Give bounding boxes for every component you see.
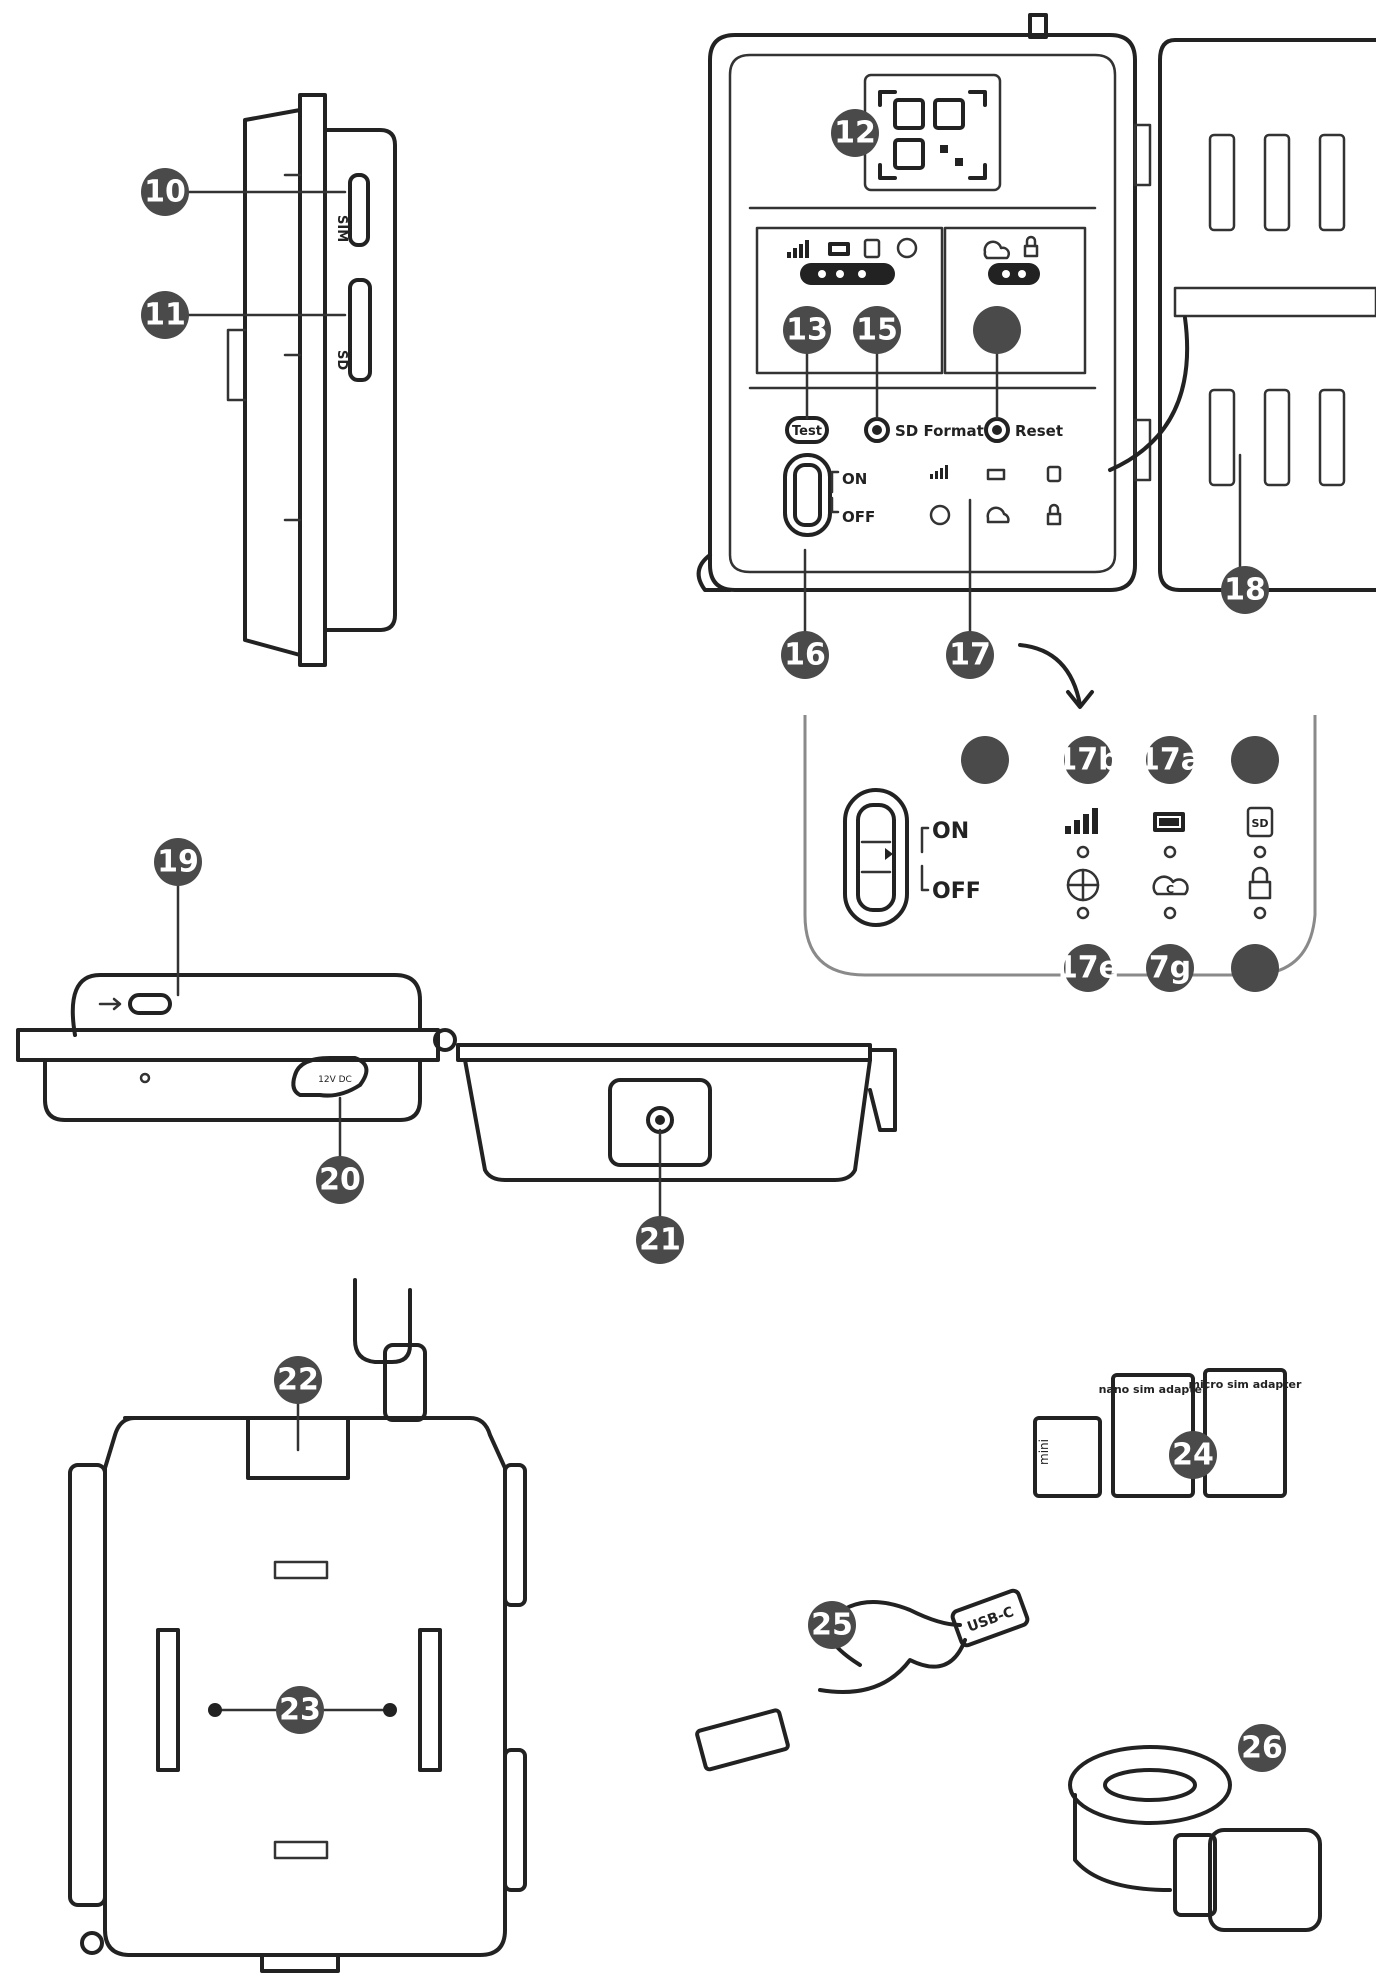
sd-label: SD — [334, 350, 349, 370]
svg-text:12: 12 — [834, 116, 876, 151]
svg-text:25: 25 — [811, 1608, 853, 1643]
callout-17a: 17a — [1139, 736, 1201, 784]
camera-back-view — [68, 1278, 527, 1973]
callout-17c-blank — [961, 736, 1009, 784]
power-switch — [783, 453, 832, 537]
callout-20: 20 — [316, 1156, 364, 1204]
mounting-strap — [1068, 1745, 1322, 1932]
status-leds-small — [929, 465, 1062, 526]
svg-text:24: 24 — [1172, 1438, 1214, 1473]
svg-text:10: 10 — [144, 175, 186, 210]
callout-17g: 7g — [1146, 944, 1194, 992]
callout-17d-blank — [1231, 736, 1279, 784]
off-label-zoom: OFF — [932, 879, 981, 904]
strap-rail-left — [156, 1628, 180, 1772]
svg-text:17: 17 — [949, 638, 991, 673]
side-view-camera: SIM SD — [163, 93, 397, 667]
callout-15: 15 — [853, 306, 901, 354]
usb-a-plug — [695, 1708, 790, 1772]
svg-text:17e: 17e — [1057, 951, 1119, 986]
sim-slot — [348, 173, 370, 247]
callout-23: 23 — [276, 1686, 324, 1734]
svg-text:17a: 17a — [1139, 743, 1201, 778]
arrow-icon — [1018, 643, 1082, 707]
on-label: ON — [842, 470, 867, 488]
strap-buckle — [1208, 1828, 1322, 1932]
micro-label: micro sim adapter — [1189, 1378, 1302, 1391]
sd-format-label: SD Format — [895, 422, 984, 440]
callout-22: 22 — [274, 1356, 322, 1404]
usb-cable: USB-C — [695, 1588, 1030, 1772]
qr-code-icon — [878, 90, 987, 180]
signal-icon — [1065, 808, 1098, 834]
micro-sim-adapter — [1203, 1368, 1287, 1498]
mini-label: mini — [1037, 1439, 1051, 1465]
nano-label: nano sim adapter — [1099, 1383, 1208, 1396]
svg-text:16: 16 — [784, 638, 826, 673]
sd-card-icon: SD — [1246, 806, 1274, 838]
reset-label: Reset — [1015, 422, 1063, 440]
camera-bottom-view: 12V DC — [16, 973, 897, 1182]
usb-c-port — [128, 993, 172, 1015]
callout-26: 26 — [1238, 1724, 1286, 1772]
svg-text:15: 15 — [856, 313, 898, 348]
sd-slot — [348, 278, 372, 382]
callout-10: 10 — [141, 168, 189, 216]
mini-sim — [1033, 1416, 1102, 1498]
test-label: Test — [792, 424, 822, 439]
svg-text:18: 18 — [1224, 573, 1266, 608]
battery-icon — [1153, 812, 1185, 832]
callout-17b: 17b — [1056, 736, 1120, 784]
svg-text:26: 26 — [1241, 1731, 1283, 1766]
callout-17f-blank — [1231, 944, 1279, 992]
svg-text:7g: 7g — [1149, 951, 1191, 986]
svg-text:17b: 17b — [1056, 743, 1119, 778]
svg-text:C: C — [1166, 883, 1174, 896]
power-switch-zoom — [843, 788, 909, 927]
callout-12: 12 — [831, 109, 879, 157]
strap-slot-top — [273, 1560, 329, 1580]
callout-18: 18 — [1221, 566, 1269, 614]
sim-card-set: mini nano sim adapter micro sim adapter — [1033, 1368, 1302, 1498]
callout-17: 17 — [946, 631, 994, 679]
callout-16: 16 — [781, 631, 829, 679]
callout-25: 25 — [808, 1601, 856, 1649]
callout-11: 11 — [141, 291, 189, 339]
callout-21: 21 — [636, 1216, 684, 1264]
svg-text:20: 20 — [319, 1163, 361, 1198]
svg-text:22: 22 — [277, 1363, 319, 1398]
on-label-zoom: ON — [932, 819, 969, 844]
svg-text:23: 23 — [279, 1693, 321, 1728]
strap-rail-right — [418, 1628, 442, 1772]
svg-text:19: 19 — [157, 845, 199, 880]
led-panel-zoom: ON OFF SD C — [803, 715, 1317, 977]
open-camera-front: Test SD Format Reset ON OFF — [696, 13, 1152, 592]
status-icon-row-top — [787, 235, 1039, 260]
callout-14-blank — [973, 306, 1021, 354]
callout-19: 19 — [154, 838, 202, 886]
callout-17e: 17e — [1057, 944, 1119, 992]
lock-icon — [1248, 866, 1272, 900]
svg-text:13: 13 — [786, 313, 828, 348]
dc-label: 12V DC — [318, 1075, 352, 1085]
cloud-icon — [1152, 875, 1189, 896]
strap-slot-bottom — [273, 1840, 329, 1860]
svg-text:SD: SD — [1251, 817, 1268, 830]
dc-port — [291, 1056, 369, 1098]
off-label: OFF — [842, 508, 875, 526]
svg-text:21: 21 — [639, 1223, 681, 1258]
usb-icon — [98, 997, 122, 1011]
svg-text:11: 11 — [144, 298, 186, 333]
battery-door — [1108, 38, 1376, 592]
sim-label: SIM — [334, 215, 349, 242]
callout-24: 24 — [1169, 1431, 1217, 1479]
led-icons — [1076, 845, 1267, 920]
callout-13: 13 — [783, 306, 831, 354]
